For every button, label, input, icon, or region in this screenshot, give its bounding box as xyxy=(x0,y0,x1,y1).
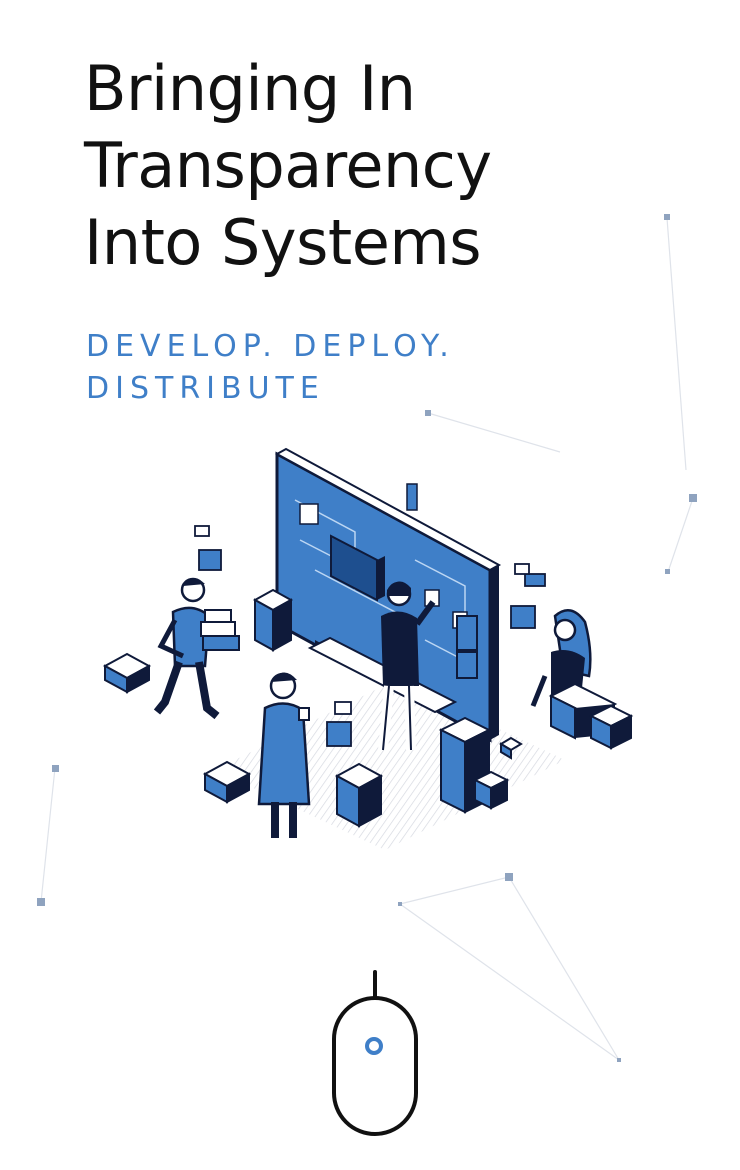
network-node xyxy=(52,765,59,772)
network-node xyxy=(425,410,431,416)
hero-tagline-line: DEVELOP. DEPLOY. xyxy=(86,329,455,364)
network-node xyxy=(664,214,670,220)
network-node xyxy=(505,873,513,881)
hero-title-line: Transparency xyxy=(84,129,492,202)
person-drinking-coffee xyxy=(257,672,311,838)
mouse-scroll-icon[interactable] xyxy=(326,970,426,1140)
hero-title: Bringing In Transparency Into Systems xyxy=(84,50,644,281)
person-carrying-boxes xyxy=(153,577,240,720)
hero-title-line: Bringing In xyxy=(84,52,416,125)
hero-title-line: Into Systems xyxy=(84,206,482,279)
network-node xyxy=(398,902,402,906)
scroll-wheel xyxy=(365,1037,383,1055)
team-dev-dashboard-illustration xyxy=(102,447,634,850)
network-node xyxy=(665,569,670,574)
person-at-screen xyxy=(378,581,436,751)
hero-tagline: DEVELOP. DEPLOY. DISTRIBUTE xyxy=(86,326,606,410)
network-node xyxy=(617,1058,621,1062)
network-node xyxy=(37,898,45,906)
hero-tagline-line: DISTRIBUTE xyxy=(86,371,325,406)
network-node xyxy=(689,494,697,502)
